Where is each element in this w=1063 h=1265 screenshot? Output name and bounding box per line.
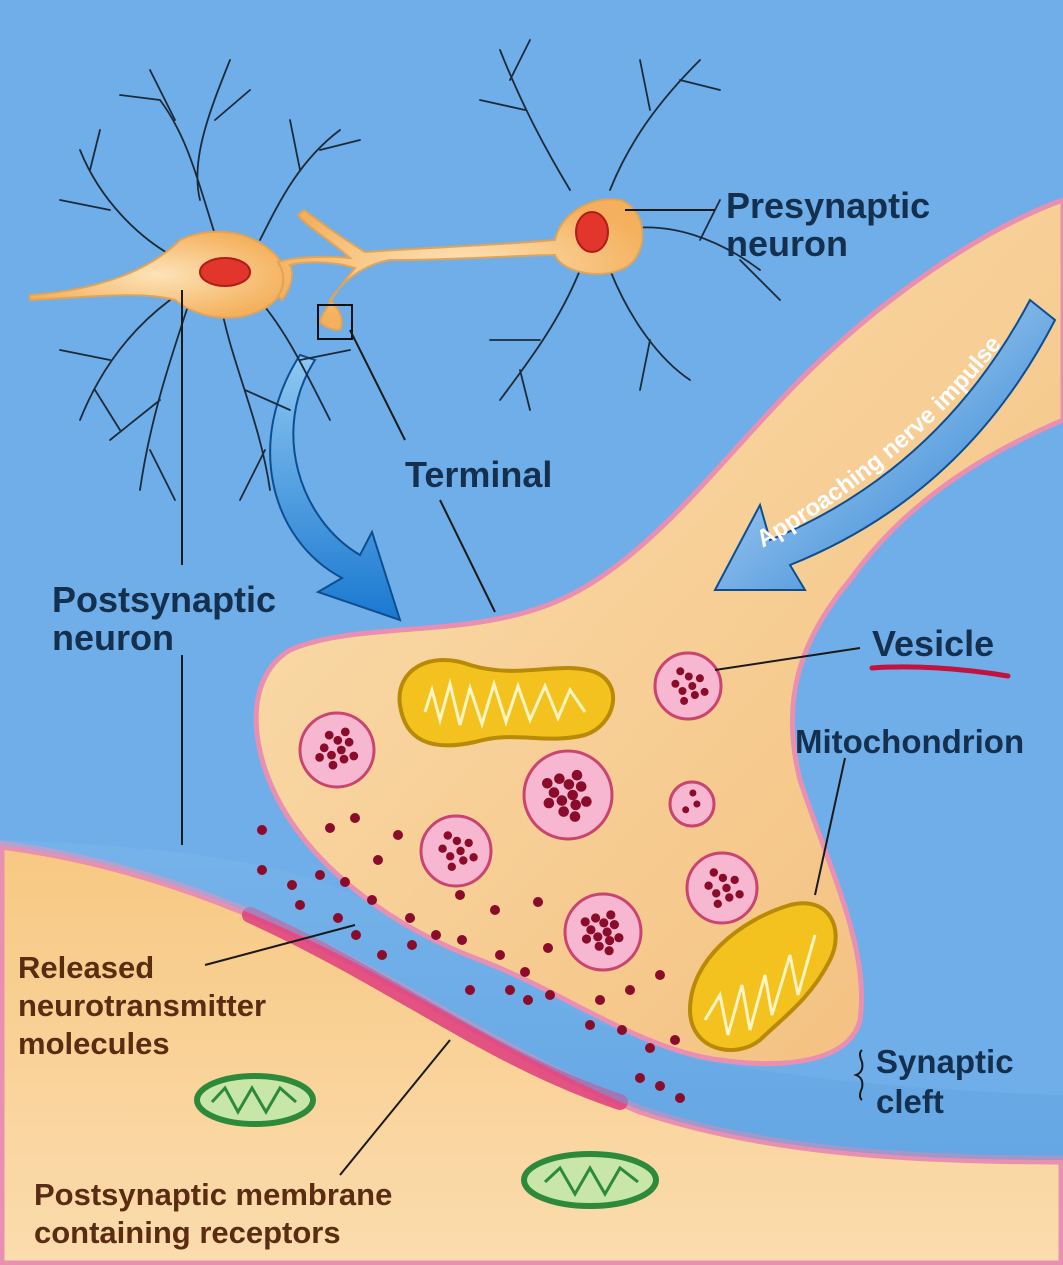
- neurotransmitter-molecule: [490, 905, 500, 915]
- vesicle: [524, 751, 612, 839]
- presynaptic-label-line1: Presynaptic: [726, 185, 930, 226]
- mitochondrion-terminal-1: [400, 660, 614, 745]
- neurotransmitter-molecule: [367, 895, 377, 905]
- neurotransmitter-molecule: [350, 813, 360, 823]
- neurotransmitter-molecule: [315, 870, 325, 880]
- neurotransmitter-molecule: [393, 830, 403, 840]
- neurotransmitter-molecule: [545, 990, 555, 1000]
- neurotransmitter-molecule: [455, 890, 465, 900]
- mitochondrion-postsynaptic-1: [197, 1076, 313, 1124]
- neurotransmitter-molecule: [287, 880, 297, 890]
- synaptic-cleft-label-line2: cleft: [876, 1083, 944, 1120]
- vesicle: [670, 782, 714, 826]
- vesicle: [421, 816, 491, 886]
- neurotransmitter-molecule: [670, 1035, 680, 1045]
- released-label-line1: Released: [18, 950, 154, 985]
- neurotransmitter-molecule: [405, 913, 415, 923]
- neurotransmitter-molecule: [585, 1020, 595, 1030]
- vesicle-label: Vesicle: [872, 623, 994, 664]
- neurotransmitter-molecule: [295, 900, 305, 910]
- neurotransmitter-molecule: [377, 950, 387, 960]
- neurotransmitter-molecule: [257, 865, 267, 875]
- neurotransmitter-molecule: [333, 913, 343, 923]
- vesicle: [655, 653, 721, 719]
- neurotransmitter-molecule: [457, 935, 467, 945]
- neurotransmitter-molecule: [645, 1043, 655, 1053]
- neurotransmitter-molecule: [675, 1093, 685, 1103]
- released-label-line2: neurotransmitter: [18, 988, 266, 1023]
- neurotransmitter-molecule: [431, 930, 441, 940]
- postsynaptic-nucleus: [200, 258, 250, 286]
- neurotransmitter-molecule: [520, 967, 530, 977]
- neurotransmitter-molecule: [523, 995, 533, 1005]
- neurotransmitter-molecule: [655, 970, 665, 980]
- neurotransmitter-molecule: [595, 995, 605, 1005]
- neurotransmitter-molecule: [505, 985, 515, 995]
- neurotransmitter-molecule: [465, 985, 475, 995]
- neurotransmitter-molecule: [635, 1073, 645, 1083]
- neurotransmitter-molecule: [407, 940, 417, 950]
- membrane-label-line1: Postsynaptic membrane: [34, 1177, 392, 1212]
- synaptic-cleft-label-line1: Synaptic: [876, 1043, 1014, 1080]
- neurotransmitter-molecule: [617, 1025, 627, 1035]
- neurotransmitter-molecule: [257, 825, 267, 835]
- postsynaptic-label-line2: neuron: [52, 617, 174, 658]
- neurotransmitter-molecule: [351, 930, 361, 940]
- postsynaptic-label-line1: Postsynaptic: [52, 579, 276, 620]
- neurotransmitter-molecule: [373, 855, 383, 865]
- presynaptic-nucleus: [576, 212, 608, 252]
- neurotransmitter-molecule: [655, 1081, 665, 1091]
- terminal-label: Terminal: [405, 454, 552, 495]
- neurotransmitter-molecule: [325, 823, 335, 833]
- neurotransmitter-molecule: [495, 950, 505, 960]
- neurotransmitter-molecule: [625, 985, 635, 995]
- neurotransmitter-molecule: [340, 877, 350, 887]
- released-label-line3: molecules: [18, 1026, 170, 1061]
- vesicle: [565, 894, 641, 970]
- vesicle: [687, 853, 757, 923]
- mitochondrion-label: Mitochondrion: [795, 723, 1024, 760]
- mitochondrion-postsynaptic-2: [524, 1154, 656, 1206]
- presynaptic-label-line2: neuron: [726, 223, 848, 264]
- neurotransmitter-molecule: [533, 897, 543, 907]
- membrane-label-line2: containing receptors: [34, 1215, 341, 1250]
- vesicle: [300, 713, 374, 787]
- neurotransmitter-molecule: [543, 943, 553, 953]
